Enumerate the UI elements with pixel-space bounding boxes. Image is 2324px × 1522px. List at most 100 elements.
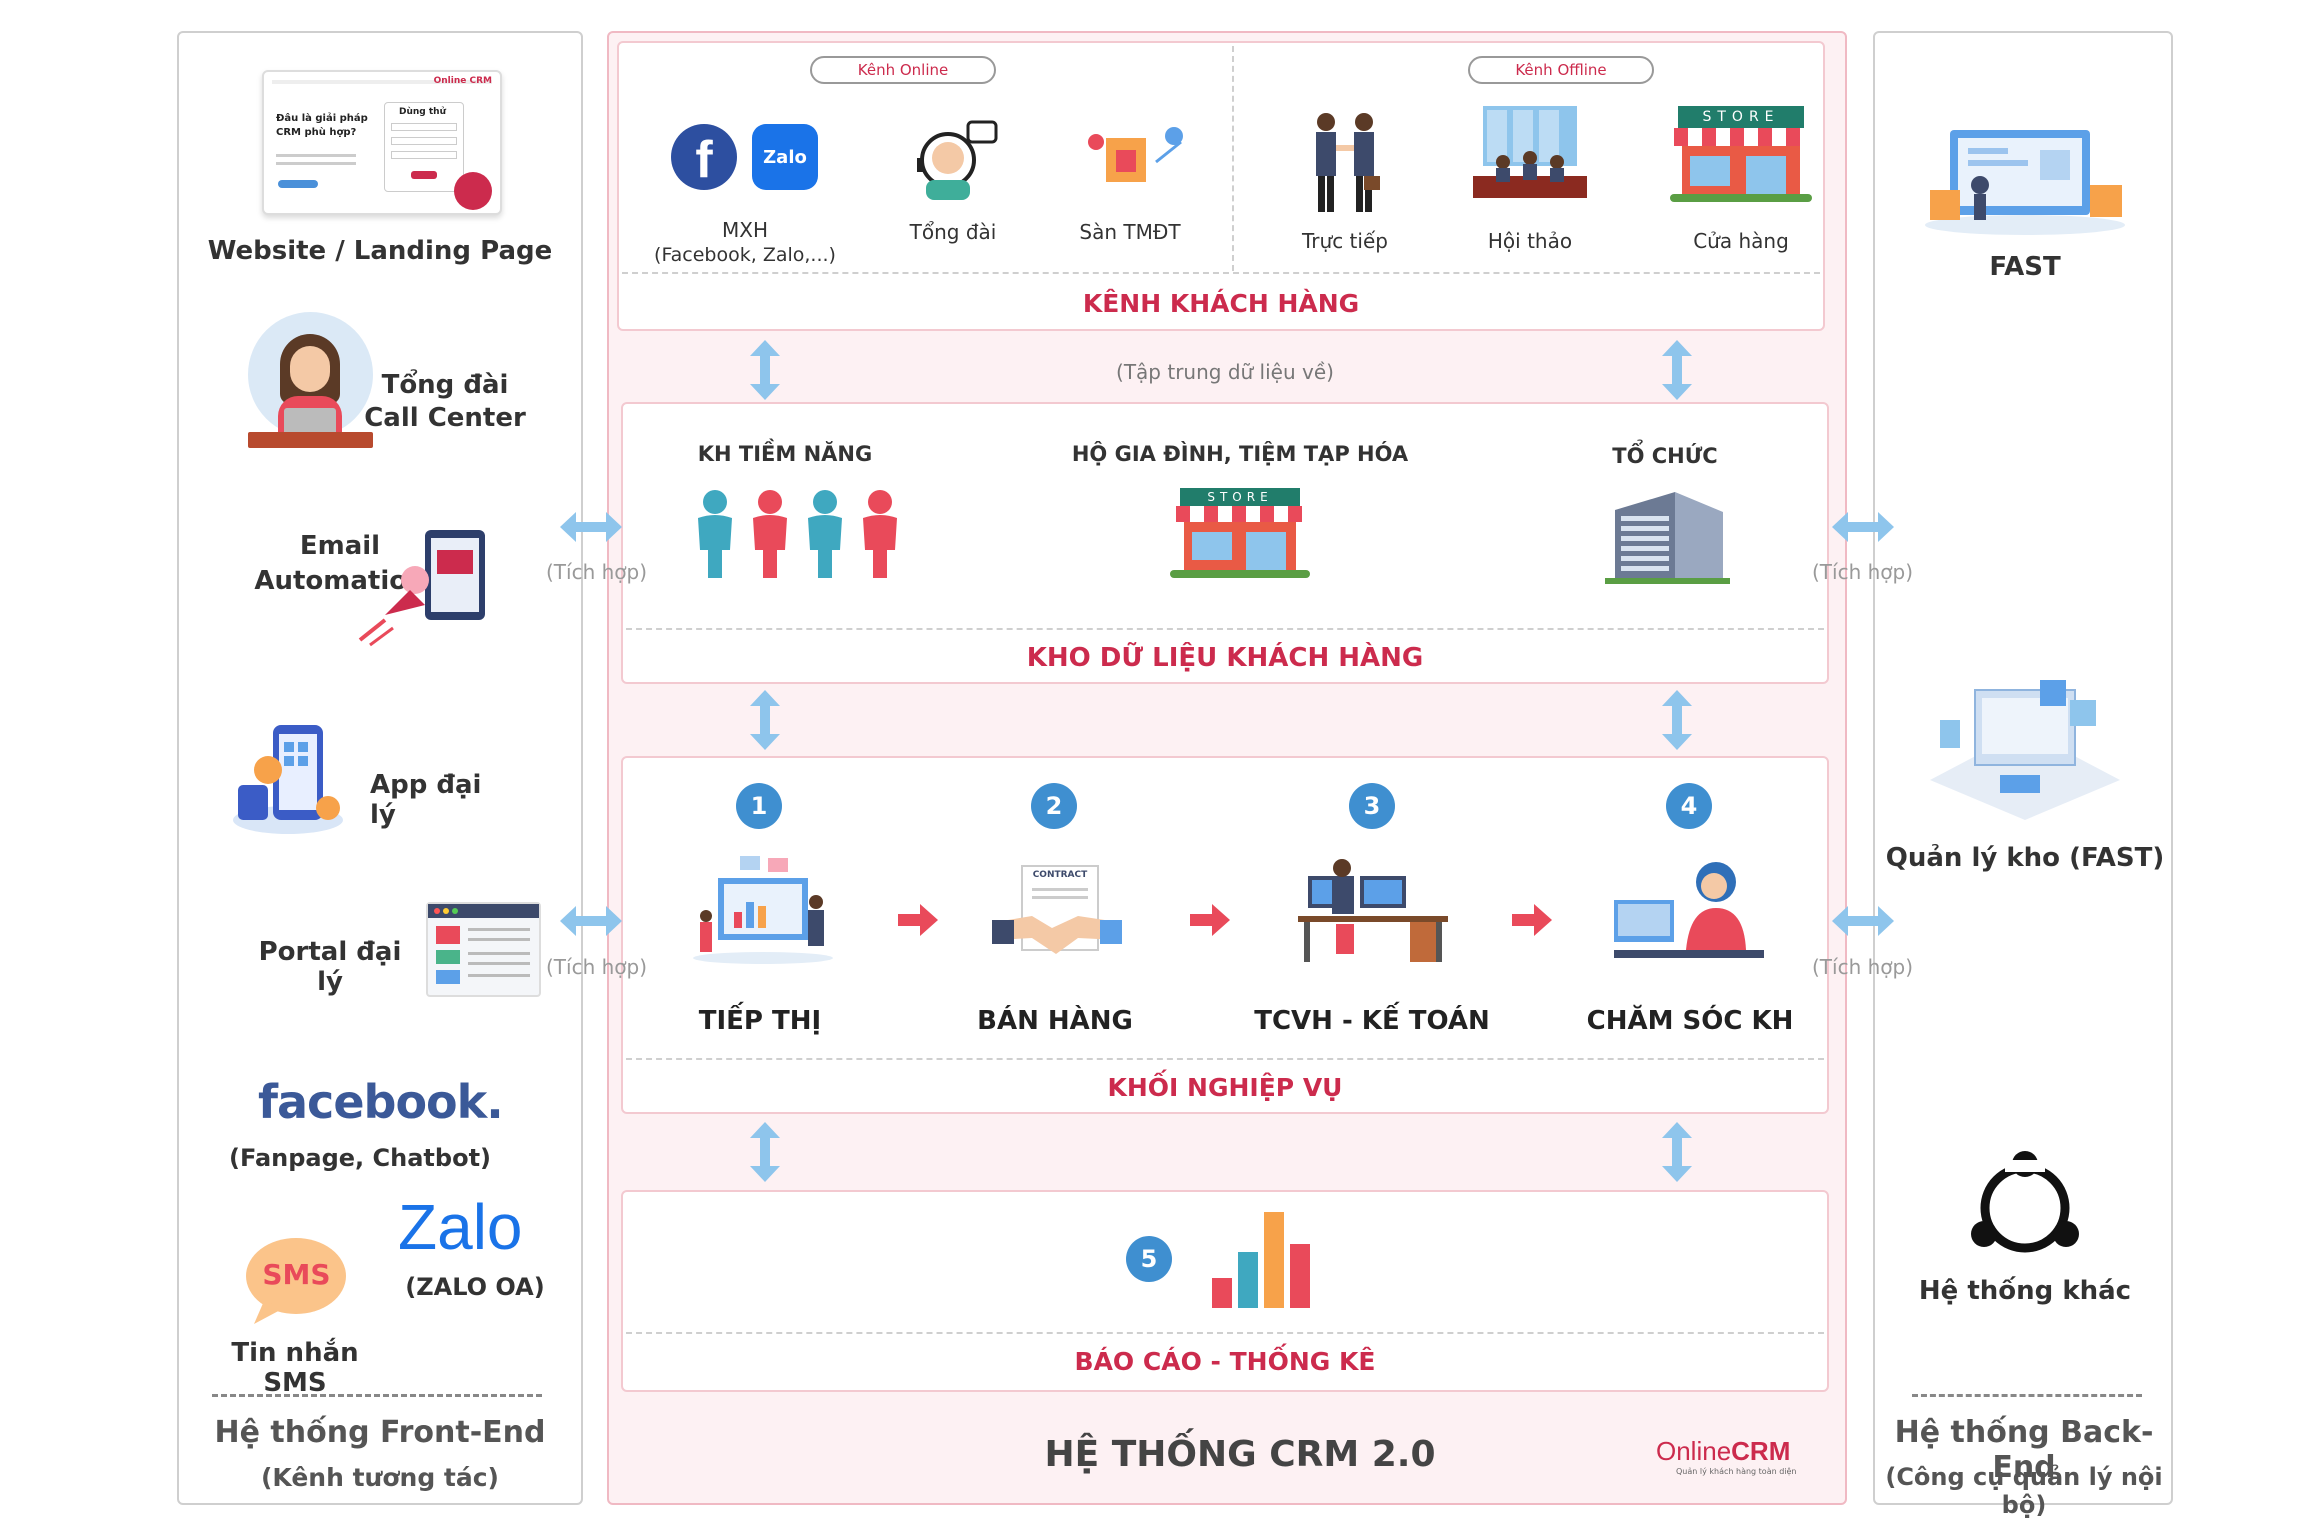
fast-illustration bbox=[1920, 120, 2130, 235]
agent-app-icon bbox=[228, 720, 368, 840]
backend-divider bbox=[1912, 1394, 2142, 1397]
arrow-vertical-1 bbox=[750, 340, 780, 400]
mxh-label-1: MXH bbox=[722, 218, 768, 242]
frontend-footer-sub: (Kênh tương tác) bbox=[260, 1463, 499, 1492]
seminar-meeting-icon bbox=[1473, 106, 1587, 204]
warehouse-illustration bbox=[1920, 670, 2130, 820]
centralize-label: (Tập trung dữ liệu về) bbox=[1116, 360, 1334, 384]
hoithao-label: Hội thảo bbox=[1487, 229, 1573, 253]
kh-tiem-nang-label: KH TIỀM NĂNG bbox=[697, 442, 873, 466]
tongdai-label: Tổng đài bbox=[909, 220, 997, 244]
zalo-logo: Zalo bbox=[398, 1191, 523, 1263]
callcenter-label-2: Call Center bbox=[364, 403, 526, 433]
handshake-people-icon bbox=[1306, 108, 1386, 216]
channels-box bbox=[617, 41, 1825, 331]
crm-system-title: HỆ THỐNG CRM 2.0 bbox=[1044, 1434, 1436, 1475]
facebook-icon: f bbox=[671, 124, 737, 190]
online-channel-pill: Kênh Online bbox=[810, 56, 996, 84]
cuahang-label: Cửa hàng bbox=[1693, 229, 1789, 253]
portal-label: Portal đại lý bbox=[258, 937, 402, 997]
left-integration-label-1: (Tích hợp) bbox=[546, 560, 648, 584]
callcenter-label-1: Tổng đài bbox=[381, 370, 509, 400]
portal-window-icon bbox=[426, 902, 541, 997]
logo-text-online: Online bbox=[1656, 1436, 1732, 1466]
headset-operator-icon bbox=[910, 118, 1000, 202]
bar-chart-icon bbox=[1208, 1210, 1318, 1310]
mockup-form-title: Dùng thử bbox=[399, 107, 446, 117]
mockup-logo: Online CRM bbox=[433, 76, 492, 86]
right-integration-label-1: (Tích hợp) bbox=[1812, 560, 1914, 584]
sms-label: Tin nhắn SMS bbox=[231, 1338, 359, 1398]
email-label-1: Email bbox=[299, 531, 381, 561]
left-integration-label-2: (Tích hợp) bbox=[546, 955, 648, 979]
business-divider bbox=[626, 1058, 1824, 1060]
facebook-logo: facebook. bbox=[258, 1075, 504, 1129]
tmdt-label: Sàn TMĐT bbox=[1079, 220, 1181, 244]
data-store-divider bbox=[626, 628, 1824, 630]
logo-tagline: Quản lý khách hàng toàn diện bbox=[1676, 1467, 1797, 1476]
arrow-right-integration-1 bbox=[1832, 512, 1894, 542]
offline-channel-pill: Kênh Offline bbox=[1468, 56, 1654, 84]
zalo-icon-text: Zalo bbox=[763, 146, 807, 168]
store-icon: STORE bbox=[1670, 106, 1812, 204]
online-crm-logo: OnlineCRM Quản lý khách hàng toàn diện bbox=[1656, 1436, 1816, 1486]
logo-text-crm: CRM bbox=[1731, 1436, 1791, 1466]
frontend-divider bbox=[212, 1394, 542, 1397]
mockup-title: Đâu là giải pháp CRM phù hợp? bbox=[276, 113, 368, 138]
step-5-number: 5 bbox=[1126, 1236, 1172, 1282]
call-center-agent-image bbox=[248, 312, 373, 454]
arrow-left-integration-1 bbox=[560, 512, 622, 542]
contract-text: CONTRACT bbox=[1032, 870, 1088, 880]
ho-gia-dinh-label: HỘ GIA ĐÌNH, TIỆM TẠP HÓA bbox=[1071, 442, 1409, 466]
sms-bubble-icon bbox=[244, 1236, 349, 1326]
email-label-2: Automation bbox=[254, 566, 426, 596]
accounting-desk-illustration bbox=[1298, 856, 1448, 966]
backend-footer-sub: (Công cụ quản lý nội bộ) bbox=[1885, 1463, 2163, 1519]
arrow-vertical-4 bbox=[1662, 690, 1692, 750]
frontend-panel bbox=[177, 31, 583, 1505]
store-sign-2: STORE bbox=[1180, 488, 1300, 506]
to-chuc-label: TỔ CHỨC bbox=[1612, 444, 1718, 468]
right-integration-label-2: (Tích hợp) bbox=[1812, 955, 1914, 979]
sms-badge-text: SMS bbox=[262, 1258, 331, 1291]
step-4-label: CHĂM SÓC KH bbox=[1586, 1006, 1794, 1036]
zalo-icon: Zalo bbox=[752, 124, 818, 190]
ecommerce-icon bbox=[1086, 122, 1186, 190]
app-label: App đại lý bbox=[370, 770, 482, 830]
mxh-label-2: (Facebook, Zalo,...) bbox=[654, 244, 836, 266]
arrow-left-integration-2 bbox=[560, 906, 622, 936]
other-systems-icon bbox=[1965, 1150, 2085, 1260]
frontend-footer-title: Hệ thống Front-End bbox=[214, 1415, 546, 1450]
channels-section-divider bbox=[622, 272, 1820, 274]
customer-care-illustration bbox=[1614, 860, 1764, 966]
channels-divider bbox=[1232, 46, 1234, 271]
website-label: Website / Landing Page bbox=[207, 236, 553, 266]
step-2-number: 2 bbox=[1031, 783, 1077, 829]
report-title: BÁO CÁO - THỐNG KÊ bbox=[1074, 1347, 1376, 1376]
sales-contract-illustration bbox=[992, 862, 1122, 966]
flow-arrow-3 bbox=[1512, 904, 1552, 936]
flow-arrow-2 bbox=[1190, 904, 1230, 936]
arrow-vertical-2 bbox=[1662, 340, 1692, 400]
flow-arrow-1 bbox=[898, 904, 938, 936]
report-divider bbox=[626, 1332, 1824, 1334]
marketing-illustration bbox=[688, 856, 838, 966]
arrow-vertical-5 bbox=[750, 1122, 780, 1182]
warehouse-label: Quản lý kho (FAST) bbox=[1885, 843, 2165, 873]
step-1-number: 1 bbox=[736, 783, 782, 829]
step-1-label: TIẾP THỊ bbox=[698, 1006, 822, 1036]
office-building-icon bbox=[1605, 488, 1730, 584]
store-sign: STORE bbox=[1678, 106, 1804, 128]
household-store-icon: STORE bbox=[1170, 488, 1310, 580]
website-mockup-image: Online CRM Đâu là giải pháp CRM phù hợp?… bbox=[262, 70, 502, 215]
people-group-icon bbox=[690, 488, 910, 580]
channels-title: KÊNH KHÁCH HÀNG bbox=[1082, 289, 1360, 318]
backend-footer-title: Hệ thống Back-End bbox=[1894, 1415, 2154, 1485]
email-automation-icon bbox=[355, 520, 505, 650]
data-store-title: KHO DỮ LIỆU KHÁCH HÀNG bbox=[1026, 643, 1424, 673]
arrow-right-integration-2 bbox=[1832, 906, 1894, 936]
step-3-label: TCVH - KẾ TOÁN bbox=[1254, 1006, 1490, 1036]
business-title: KHỐI NGHIỆP VỤ bbox=[1107, 1073, 1343, 1102]
arrow-vertical-6 bbox=[1662, 1122, 1692, 1182]
fast-label: FAST bbox=[1989, 252, 2061, 282]
